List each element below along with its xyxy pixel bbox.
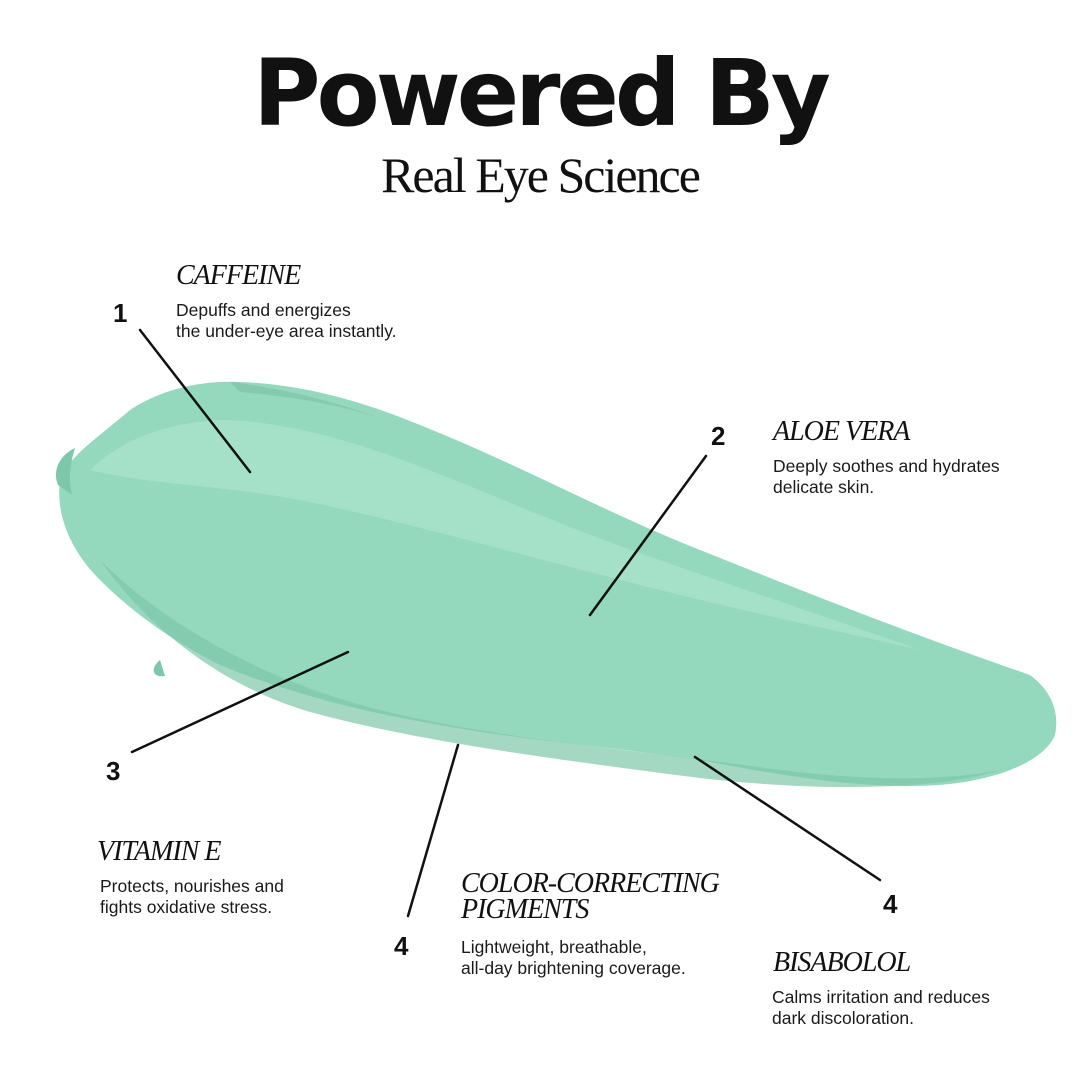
subheadline: Real Eye Science [381, 147, 701, 203]
callout-line-caffeine [138, 328, 252, 474]
ingredient-desc-caffeine: Depuffs and energizes the under-eye area… [176, 300, 397, 341]
ingredient-desc-vitamin-e: Protects, nourishes and fights oxidative… [100, 876, 284, 917]
ingredient-name-vitamin-e: VITAMIN E [97, 836, 221, 867]
callout-line-bisabolol [693, 755, 882, 882]
ingredient-name-aloe-vera: ALOE VERA [773, 416, 910, 447]
callout-number-1: 1 [113, 298, 128, 328]
ingredient-desc-bisabolol: Calms irritation and reduces dark discol… [772, 987, 990, 1028]
ingredient-name-pigments: COLOR-CORRECTING PIGMENTS [461, 868, 720, 925]
callout-lines [130, 328, 882, 918]
headline: Powered By [253, 40, 831, 147]
cream-swatch [55, 381, 1057, 788]
ingredient-name-bisabolol: BISABOLOL [773, 947, 911, 978]
callout-number-2: 2 [711, 421, 726, 451]
callout-number-3: 3 [106, 756, 121, 786]
callout-number-4-pigments: 4 [394, 931, 409, 961]
ingredient-name-caffeine: CAFFEINE [176, 260, 301, 291]
ingredient-desc-aloe-vera: Deeply soothes and hydrates delicate ski… [773, 456, 1000, 497]
callout-line-pigments [406, 743, 460, 918]
callout-line-vitamin-e [130, 650, 350, 754]
callout-line-aloe-vera [588, 454, 708, 617]
ingredient-desc-pigments: Lightweight, breathable, all-day brighte… [461, 937, 686, 978]
callout-number-4-bisabolol: 4 [883, 889, 898, 919]
